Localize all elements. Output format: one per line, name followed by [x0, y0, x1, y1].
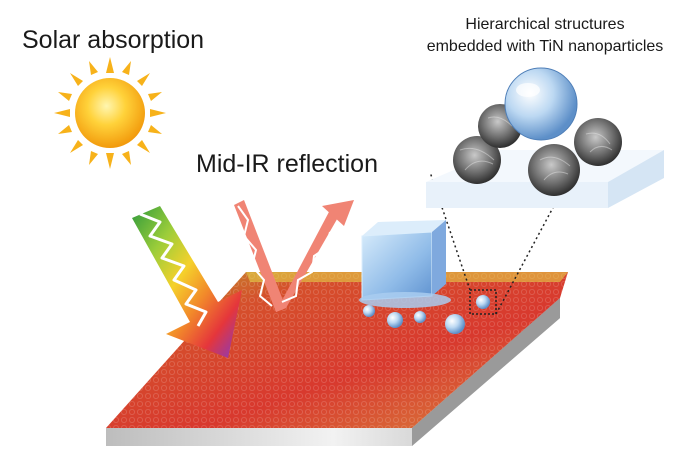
sun-icon — [54, 57, 166, 169]
inset-hierarchical-structure — [426, 67, 664, 208]
solar-absorption-label: Solar absorption — [22, 26, 205, 54]
magnify-box — [469, 289, 497, 315]
hierarchical-label-line1: Hierarchical structures — [465, 16, 625, 33]
ice-cube-icon — [359, 220, 451, 308]
substrate-side — [412, 298, 560, 446]
rainbow-arrow-icon — [132, 206, 242, 358]
hierarchical-label-line2: embedded with TiN nanoparticles — [426, 38, 664, 55]
mid-ir-reflection-label: Mid-IR reflection — [196, 150, 378, 178]
water-droplet-icon — [363, 295, 490, 334]
microsphere-icon — [504, 67, 578, 141]
hierarchical-structures-label: Hierarchical structures embedded with Ti… — [400, 14, 690, 58]
ir-arrow-icon — [234, 200, 354, 312]
